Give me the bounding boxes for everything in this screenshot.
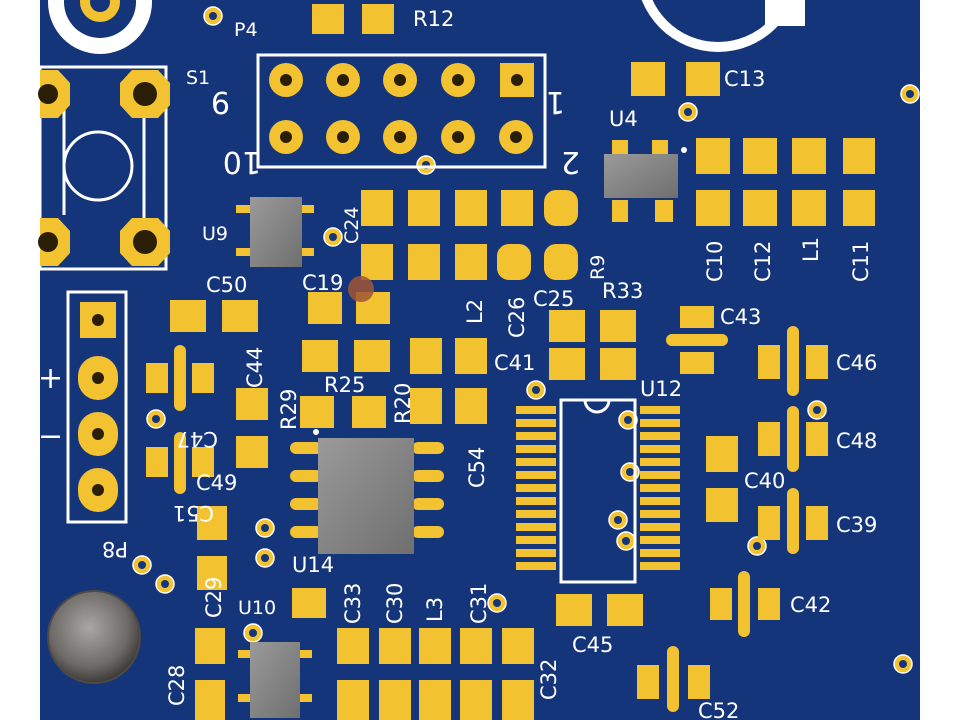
- c43-label: C43: [720, 305, 761, 329]
- c29-label: C29: [202, 577, 226, 618]
- pin9-label: 9: [211, 84, 230, 119]
- r33-pads: [549, 310, 636, 380]
- p4-header: [256, 53, 547, 169]
- left-margin: [0, 0, 40, 720]
- right-cap-pads: [706, 326, 828, 637]
- r20-label: R20: [391, 383, 415, 424]
- c44-label: C44: [243, 347, 267, 388]
- u10-chip: [238, 642, 312, 718]
- s1-switch: [38, 65, 170, 271]
- l1-label: L1: [799, 237, 823, 262]
- c12-label: C12: [751, 241, 775, 282]
- u4-label: U4: [609, 107, 638, 131]
- c43-pads: [666, 306, 728, 374]
- u14-label: U14: [292, 553, 334, 577]
- p8-label: P8: [102, 537, 128, 561]
- pin1-label: 1: [546, 84, 565, 119]
- u14-chip: [290, 429, 444, 554]
- mounting-hole-bottom-left: [47, 590, 141, 684]
- c45-label: C45: [572, 633, 613, 657]
- mounting-hole-top-left: [48, 0, 152, 54]
- c10-c12-l1-c11-pads: [696, 138, 875, 226]
- r33-label: R33: [602, 279, 643, 303]
- c46-label: C46: [836, 351, 877, 375]
- c25-label: C25: [533, 287, 574, 311]
- p4-label: P4: [234, 19, 258, 41]
- c33-label: C33: [341, 583, 365, 624]
- c10-label: C10: [703, 241, 727, 282]
- c11-label: C11: [849, 241, 873, 282]
- r25-label: R25: [324, 373, 365, 397]
- u10-label: U10: [238, 597, 276, 619]
- smd-pads-center-top: [170, 190, 578, 332]
- c41-label: C41: [494, 351, 535, 375]
- left-cap-pads: [146, 345, 268, 590]
- pin2-label: 2: [561, 144, 580, 179]
- u9-label: U9: [202, 223, 228, 245]
- c52-label: C52: [698, 699, 739, 720]
- c30-label: C30: [383, 583, 407, 624]
- c51-label: C51: [173, 501, 214, 525]
- bottom-pads: [195, 588, 710, 720]
- c49-label: C49: [196, 471, 237, 495]
- c26-label: C26: [505, 297, 529, 338]
- l3-label: L3: [423, 597, 447, 622]
- c50-label: C50: [206, 273, 247, 297]
- r9-label: R9: [587, 255, 609, 280]
- c28-label: C28: [165, 665, 189, 706]
- r12-label: R12: [413, 7, 454, 31]
- u9-chip: [236, 197, 314, 267]
- u4-chip: [604, 140, 687, 222]
- c13-pads: [631, 62, 720, 96]
- c48-label: C48: [836, 429, 877, 453]
- vias: [132, 6, 920, 674]
- plus-label: +: [38, 361, 63, 396]
- c39-label: C39: [836, 513, 877, 537]
- c19-label: C19: [302, 271, 343, 295]
- r12-pads: [312, 4, 394, 34]
- c54-label: C54: [465, 447, 489, 488]
- c42-label: C42: [790, 593, 831, 617]
- minus-label: −: [38, 419, 63, 454]
- right-margin: [920, 0, 960, 720]
- s1-label: S1: [186, 67, 210, 89]
- c40-label: C40: [744, 469, 785, 493]
- mounting-hole-top-right: [641, 0, 805, 52]
- r29-label: R29: [277, 389, 301, 430]
- c32-label: C32: [537, 659, 561, 700]
- c24-label: C24: [341, 207, 363, 244]
- u12-label: U12: [640, 377, 682, 401]
- u12-chip: [516, 398, 680, 584]
- power-connector: [66, 290, 128, 524]
- pin10-label: 10: [223, 144, 261, 179]
- resistor-pads-mid: [300, 338, 487, 428]
- probe-marker: [348, 276, 374, 302]
- c31-label: C31: [467, 583, 491, 624]
- c47-label: C47: [177, 427, 218, 451]
- c13-label: C13: [724, 67, 765, 91]
- l2-label: L2: [463, 299, 487, 324]
